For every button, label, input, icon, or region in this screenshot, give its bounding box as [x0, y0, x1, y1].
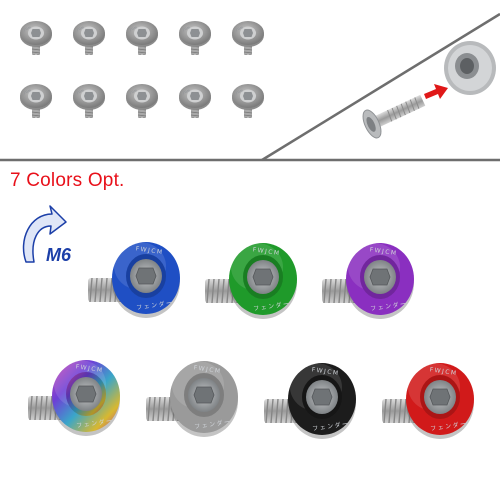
svg-text:FWJCM: FWJCM — [252, 246, 281, 257]
small-bolt: JDM — [178, 20, 212, 56]
svg-text:FWJCM: FWJCM — [429, 366, 458, 377]
small-bolt: JDM — [125, 20, 159, 56]
small-bolt: JDM — [231, 20, 265, 56]
svg-text:JDM: JDM — [182, 88, 191, 95]
svg-text:FWJCM: FWJCM — [311, 366, 340, 377]
svg-text:FWJCM: FWJCM — [75, 363, 104, 374]
arrow-icon — [424, 84, 448, 99]
svg-text:JDM: JDM — [129, 25, 138, 32]
m6-arrow-icon — [22, 205, 67, 263]
svg-text:JDM: JDM — [182, 25, 191, 32]
small-bolt: JDM — [19, 83, 53, 119]
small-bolt: JDM — [178, 83, 212, 119]
small-bolt-grid: JDM JDM JDM JDM JDM JDM JDM JDM JDM JDM — [19, 20, 265, 119]
small-bolt: JDM — [125, 83, 159, 119]
svg-text:FWJCM: FWJCM — [193, 364, 222, 375]
small-bolt: JDM — [231, 83, 265, 119]
small-bolt: JDM — [19, 20, 53, 56]
svg-text:JDM: JDM — [129, 88, 138, 95]
small-bolt: JDM — [72, 83, 106, 119]
svg-text:JDM: JDM — [235, 25, 244, 32]
svg-text:JDM: JDM — [76, 25, 85, 32]
svg-text:FWJCM: FWJCM — [369, 246, 398, 257]
svg-text:JDM: JDM — [23, 25, 32, 32]
color-options-caption: 7 Colors Opt. — [10, 170, 125, 191]
svg-text:FWJCM: FWJCM — [135, 245, 164, 256]
small-bolt: JDM — [72, 20, 106, 56]
thread-size-label: M6 — [46, 245, 72, 265]
svg-text:JDM: JDM — [23, 88, 32, 95]
bolt-detail-illustration — [362, 41, 496, 139]
svg-text:JDM: JDM — [235, 88, 244, 95]
svg-text:JDM: JDM — [76, 88, 85, 95]
section-divider — [261, 12, 500, 162]
